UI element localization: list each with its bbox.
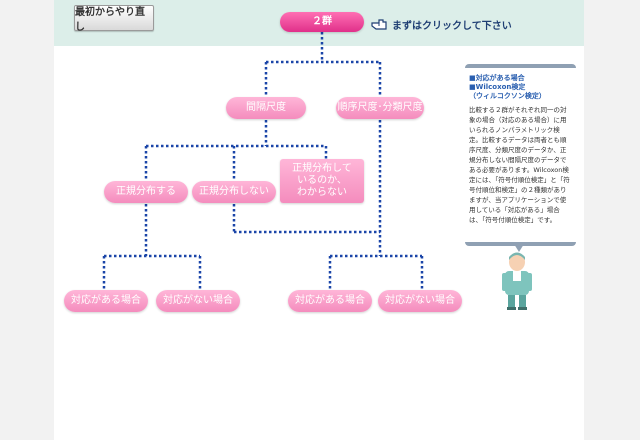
speech-tail [514,244,524,252]
unknown-distribution-node[interactable]: 正規分布して いるのか、 わからない [280,159,364,203]
non-normal-distribution-node[interactable]: 正規分布しない [192,181,276,203]
paired-node-left[interactable]: 対応がある場合 [64,290,148,312]
page: 最初からやり直し まずはクリックして下さい [54,0,584,440]
unpaired-node-left[interactable]: 対応がない場合 [156,290,240,312]
info-title-1: ■対応がある場合 [469,74,525,82]
info-title-2: ■Wilcoxon検定 [469,83,526,91]
unpaired-node-right[interactable]: 対応がない場合 [378,290,462,312]
interval-scale-node[interactable]: 間隔尺度 [226,97,306,119]
paired-node-right[interactable]: 対応がある場合 [288,290,372,312]
hint-text: まずはクリックして下さい [392,20,512,32]
unknown-line-3: わからない [297,187,347,198]
info-title-3: （ウィルコクソン検定） [469,92,546,100]
normal-distribution-node[interactable]: 正規分布する [104,181,188,203]
info-panel: ■対応がある場合 ■Wilcoxon検定 （ウィルコクソン検定） 比較する２群が… [465,64,576,246]
info-body: 比較する２群がそれぞれ同一の対象の場合（対応のある場合）に用いられるノンパラメト… [469,106,570,224]
flowchart-connectors [102,32,424,290]
unknown-line-2: いるのか、 [297,175,347,186]
doctor-character-icon [502,252,532,310]
unknown-line-1: 正規分布して [292,163,352,174]
header-bar: 最初からやり直し まずはクリックして下さい [54,0,584,46]
pointing-hand-icon [370,16,388,32]
ordinal-scale-node[interactable]: 順序尺度･分類尺度 [336,97,424,119]
two-groups-node[interactable]: ２群 [280,12,364,32]
restart-button[interactable]: 最初からやり直し [74,5,154,33]
click-hint: まずはクリックして下さい [370,16,512,32]
